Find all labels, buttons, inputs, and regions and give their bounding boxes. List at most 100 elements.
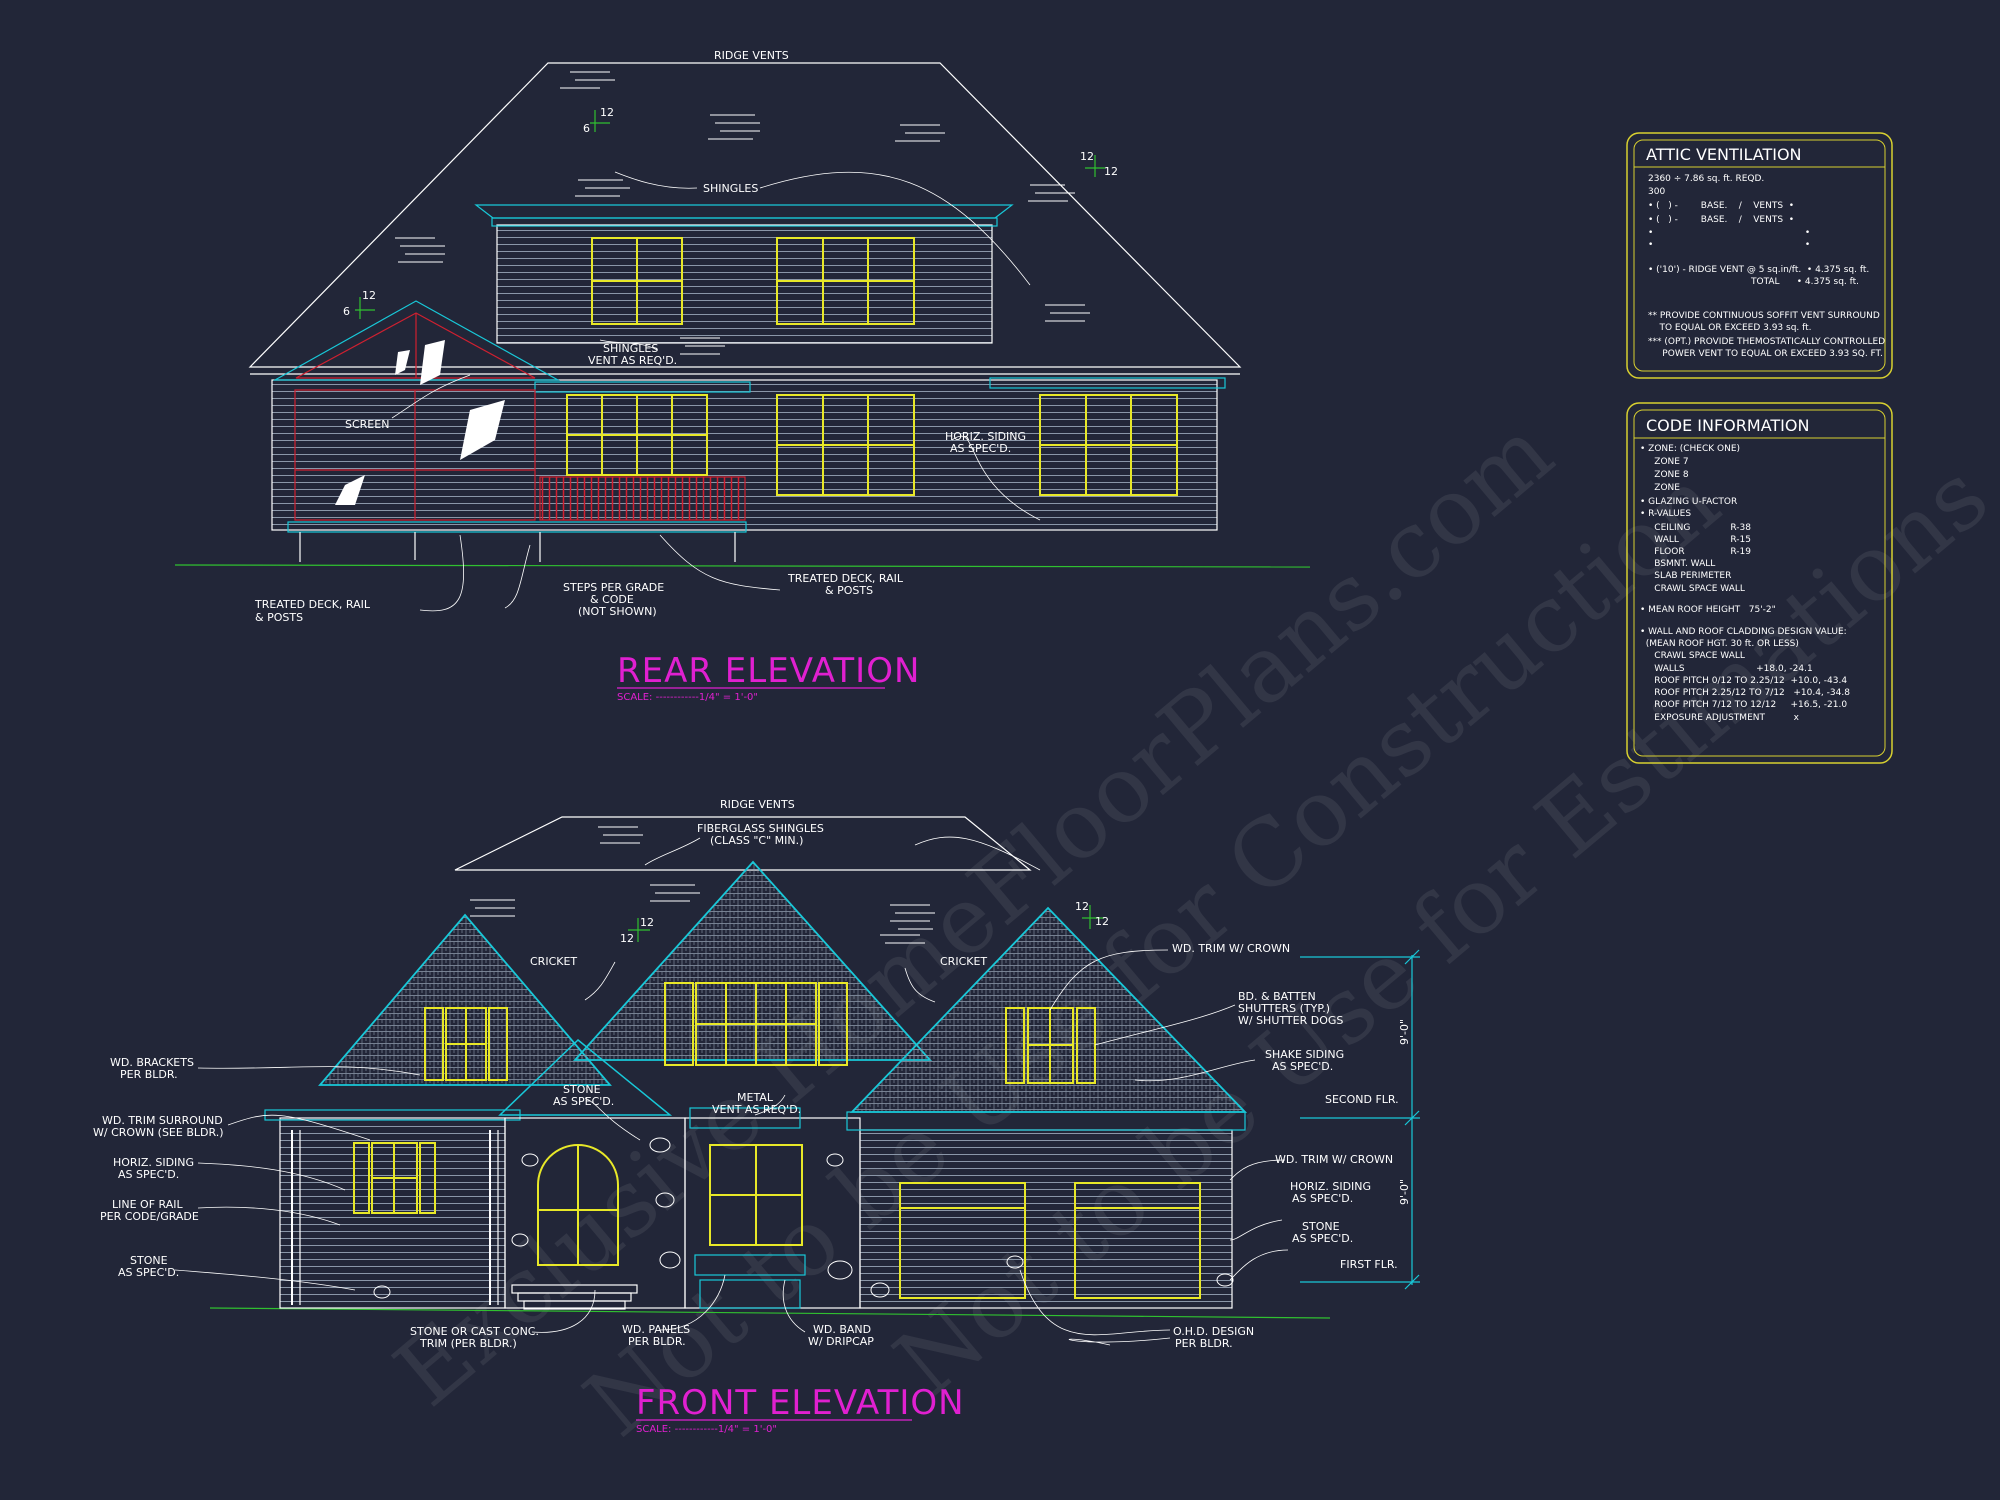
front-label-stone-left-1: STONE — [130, 1254, 168, 1267]
front-dim-upper: 9'-0" — [1398, 1019, 1411, 1045]
code-line-5: • R-VALUES — [1640, 509, 1691, 519]
rear-leaders — [391, 171, 1041, 612]
front-label-second-flr: SECOND FLR. — [1325, 1093, 1399, 1106]
code-line-9: BSMNT. WALL — [1640, 559, 1715, 569]
attic-line-12: POWER VENT TO EQUAL OR EXCEED 3.93 SQ. F… — [1648, 349, 1883, 359]
front-main-roof — [454, 816, 1032, 871]
front-label-panels-1: WD. PANELS — [622, 1323, 690, 1336]
front-label-ohd-1: O.H.D. DESIGN — [1173, 1325, 1254, 1338]
front-label-fiberglass-1: FIBERGLASS SHINGLES — [697, 822, 824, 835]
front-stone-texture — [373, 1137, 1234, 1299]
rear-pitch-rise-3: 6 — [343, 305, 350, 318]
front-elevation-scale: SCALE: ------------1/4" = 1'-0" — [636, 1424, 777, 1435]
front-label-wd-trim-crown-right: WD. TRIM W/ CROWN — [1275, 1153, 1393, 1166]
front-label-rail-2: PER CODE/GRADE — [100, 1210, 199, 1223]
code-line-1: ZONE 7 — [1640, 457, 1689, 467]
rear-label-steps-2: & CODE — [590, 593, 634, 606]
rear-label-deck-left-1: TREATED DECK, RAIL — [254, 598, 371, 611]
front-label-stone-mid-1: STONE — [563, 1083, 601, 1096]
code-line-11: CRAWL SPACE WALL — [1640, 584, 1745, 594]
front-label-bd-batten-3: W/ SHUTTER DOGS — [1238, 1014, 1343, 1027]
code-line-13: • WALL AND ROOF CLADDING DESIGN VALUE: — [1640, 627, 1847, 637]
rear-pitch-rise-2: 12 — [1080, 150, 1094, 163]
rear-main-roof — [248, 62, 1242, 368]
front-label-metal-2: VENT AS REQ'D. — [712, 1103, 801, 1116]
code-line-12: • MEAN ROOF HEIGHT 75'-2" — [1640, 605, 1776, 615]
rear-deck-rail — [539, 476, 746, 521]
attic-line-1: 300 — [1648, 187, 1665, 197]
code-line-17: ROOF PITCH 0/12 TO 2.25/12 +10.0, -43.4 — [1640, 676, 1847, 686]
front-entry-gable — [498, 1038, 673, 1116]
front-garage-wall — [859, 1129, 1233, 1309]
rear-label-deck-left-2: & POSTS — [255, 611, 303, 624]
front-label-bd-batten-1: BD. & BATTEN — [1238, 990, 1316, 1003]
attic-ventilation-panel: ATTIC VENTILATION 2360 ÷ 7.86 sq. ft. RE… — [1626, 132, 1893, 379]
front-label-horiz-left-2: AS SPEC'D. — [118, 1168, 179, 1181]
code-line-7: WALL R-15 — [1640, 535, 1751, 545]
front-label-stone-cast-1: STONE OR CAST CONC. — [410, 1325, 539, 1338]
front-label-stone-cast-2: TRIM (PER BLDR.) — [419, 1337, 517, 1350]
front-ground-line — [209, 1307, 1331, 1319]
attic-line-10: TO EQUAL OR EXCEED 3.93 sq. ft. — [1648, 323, 1812, 333]
rear-label-steps-3: (NOT SHOWN) — [578, 605, 657, 618]
front-elevation: RIDGE VENTS FIBERGLASS SHINGLES (CLASS "… — [93, 798, 1420, 1435]
front-label-metal-1: METAL — [737, 1091, 774, 1104]
front-label-rail-1: LINE OF RAIL — [112, 1198, 183, 1211]
code-line-0: • ZONE: (CHECK ONE) — [1640, 444, 1740, 454]
code-information-title: CODE INFORMATION — [1646, 416, 1809, 435]
front-center-gable — [572, 860, 933, 1061]
front-label-band-1: WD. BAND — [813, 1323, 871, 1336]
front-roof-shingle-marks — [470, 826, 935, 944]
front-pitch-run-1: 12 — [640, 916, 654, 929]
front-leaders — [174, 836, 1289, 1346]
code-line-4: • GLAZING U-FACTOR — [1640, 497, 1737, 507]
front-label-bd-batten-2: SHUTTERS (TYP.) — [1238, 1002, 1330, 1015]
front-pitch-rise-1: 12 — [620, 932, 634, 945]
attic-line-6: • ('10') - RIDGE VENT @ 5 sq.in/ft. • 4.… — [1648, 265, 1869, 275]
code-information-panel: CODE INFORMATION • ZONE: (CHECK ONE) ZON… — [1626, 402, 1893, 764]
rear-upper-wall — [496, 224, 993, 344]
rear-screen-porch — [294, 340, 536, 521]
front-label-horiz-left-1: HORIZ. SIDING — [113, 1156, 194, 1169]
front-left-gable — [318, 913, 612, 1086]
rear-porch-gable — [272, 300, 561, 381]
rear-elevation-scale: SCALE: ------------1/4" = 1'-0" — [617, 692, 758, 703]
attic-line-4: • • — [1648, 228, 1810, 238]
code-line-8: FLOOR R-19 — [1640, 547, 1751, 557]
rear-label-shingles-vent-2: VENT AS REQ'D. — [588, 354, 677, 367]
front-label-brackets-2: PER BLDR. — [120, 1068, 178, 1081]
code-line-16: WALLS +18.0, -24.1 — [1640, 664, 1813, 674]
front-label-trim-surround-2: W/ CROWN (SEE BLDR.) — [93, 1126, 224, 1139]
attic-line-0: 2360 ÷ 7.86 sq. ft. REQD. — [1648, 174, 1764, 184]
rear-label-horiz-siding-2: AS SPEC'D. — [950, 442, 1011, 455]
rear-pitch-run-3: 12 — [362, 289, 376, 302]
rear-label-ridge-vents: RIDGE VENTS — [714, 49, 789, 62]
front-windows — [353, 982, 1201, 1299]
attic-line-3: • ( ) - BASE. / VENTS • — [1648, 215, 1794, 225]
front-label-ohd-2: PER BLDR. — [1175, 1337, 1233, 1350]
front-dim-lower: 9'-0" — [1398, 1179, 1411, 1205]
rear-label-steps-1: STEPS PER GRADE — [563, 581, 664, 594]
front-label-brackets-1: WD. BRACKETS — [110, 1056, 194, 1069]
attic-line-2: • ( ) - BASE. / VENTS • — [1648, 201, 1794, 211]
front-elevation-title: FRONT ELEVATION — [636, 1383, 965, 1423]
front-label-fiberglass-2: (CLASS "C" MIN.) — [710, 834, 803, 847]
rear-label-horiz-siding-1: HORIZ. SIDING — [945, 430, 1026, 443]
rear-label-deck-right-1: TREATED DECK, RAIL — [787, 572, 904, 585]
rear-label-screen: SCREEN — [345, 418, 389, 431]
front-pitch-rise-2: 12 — [1075, 900, 1089, 913]
code-line-15: CRAWL SPACE WALL — [1640, 651, 1745, 661]
code-line-14: (MEAN ROOF HGT. 30 ft. OR LESS) — [1640, 639, 1799, 649]
attic-line-11: *** (OPT.) PROVIDE THEMOSTATICALLY CONTR… — [1648, 337, 1885, 347]
attic-line-9: ** PROVIDE CONTINUOUS SOFFIT VENT SURROU… — [1648, 311, 1880, 321]
front-label-horiz-right-1: HORIZ. SIDING — [1290, 1180, 1371, 1193]
rear-upper-roof — [474, 204, 1014, 219]
front-label-wd-trim-crown-top: WD. TRIM W/ CROWN — [1172, 942, 1290, 955]
rear-windows — [566, 237, 1178, 496]
rear-deck-floor — [287, 521, 747, 533]
attic-line-5: • • — [1648, 240, 1810, 250]
rear-pitch-run-1: 12 — [600, 106, 614, 119]
code-line-19: ROOF PITCH 7/12 TO 12/12 +16.5, -21.0 — [1640, 700, 1847, 710]
front-label-trim-surround-1: WD. TRIM SURROUND — [102, 1114, 223, 1127]
